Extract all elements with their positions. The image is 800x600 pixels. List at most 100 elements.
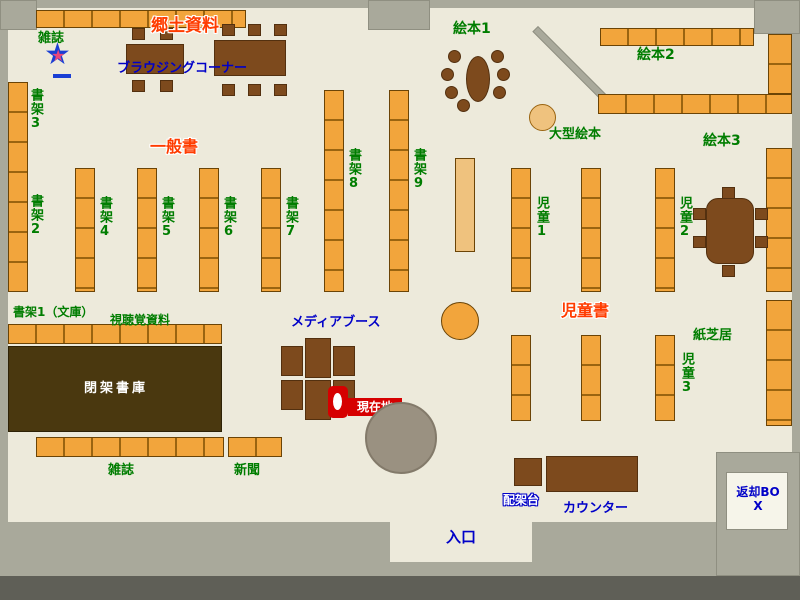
label-shelf-3: 書架3 xyxy=(28,88,43,132)
label-shelf-1-bunko: 書架1（文庫） xyxy=(13,305,94,319)
return-box: 返却BOX xyxy=(726,472,788,530)
label-av-materials: 視聴覚資料 xyxy=(110,313,171,327)
chair xyxy=(222,84,235,96)
closed-stacks: 閉架書庫 xyxy=(8,346,222,432)
chair xyxy=(693,236,706,248)
sorting-table xyxy=(514,458,542,486)
chair xyxy=(755,208,768,220)
large-picture-book-stand xyxy=(529,104,556,131)
label-children-3: 児童3 xyxy=(679,352,694,396)
current-location-dot xyxy=(333,393,342,410)
shelf-jido3-lower xyxy=(655,335,675,421)
shelf-center-small xyxy=(455,158,475,252)
entrance-gap: 入口 xyxy=(390,522,532,562)
label-sorting-table: 配架台 xyxy=(503,493,540,507)
shelf-ehon3 xyxy=(766,148,792,292)
shelf-jido3-upper xyxy=(655,168,675,292)
chair xyxy=(160,28,173,40)
chair xyxy=(132,28,145,40)
shelf-sa8 xyxy=(324,90,344,292)
round-stand xyxy=(441,302,479,340)
wall-corner-top-right xyxy=(754,0,800,34)
wall-pillar-top xyxy=(368,0,430,30)
shelf-sa6 xyxy=(199,168,219,292)
chair xyxy=(445,86,458,99)
media-booth-desk xyxy=(305,380,331,420)
label-shelf-9: 書架9 xyxy=(411,148,426,192)
shelf-right-top xyxy=(768,34,792,94)
chair xyxy=(441,68,454,81)
shelf-sa4 xyxy=(75,168,95,292)
label-children-books: 児童書 xyxy=(561,301,610,320)
label-children-2: 児童2 xyxy=(677,196,692,240)
wall-corner-top-left xyxy=(0,0,37,30)
chair xyxy=(493,86,506,99)
shelf-ehon2 xyxy=(600,28,754,46)
media-booth-desk xyxy=(281,346,303,376)
magazine-star-icon: ★ ★ xyxy=(44,40,80,80)
label-shelf-5: 書架5 xyxy=(159,196,174,240)
label-kamishibai: 紙芝居 xyxy=(693,328,733,343)
label-magazines-top: 雑誌 xyxy=(38,31,65,46)
chair xyxy=(132,80,145,92)
chair xyxy=(448,50,461,63)
shelf-newspapers xyxy=(228,437,282,457)
star-outline-icon: ★ xyxy=(44,37,71,72)
shelf-jido2-lower xyxy=(581,335,601,421)
shelf-jido1-upper xyxy=(511,168,531,292)
chair xyxy=(722,187,735,199)
return-box-label: 返却BOX xyxy=(736,485,780,514)
chair xyxy=(274,24,287,36)
chair xyxy=(457,99,470,112)
chair xyxy=(755,236,768,248)
media-booth-desk xyxy=(281,380,303,410)
chair xyxy=(722,265,735,277)
chair xyxy=(497,68,510,81)
label-shelf-2: 書架2 xyxy=(28,194,43,238)
star-base xyxy=(53,74,71,78)
bottom-outside-strip xyxy=(0,576,800,600)
browsing-table xyxy=(214,40,286,76)
shelf-left-wall xyxy=(8,82,28,292)
chair xyxy=(248,24,261,36)
ehon1-table xyxy=(466,56,490,102)
label-browsing-corner: ブラウジングコーナー xyxy=(117,61,248,76)
label-newspapers: 新聞 xyxy=(234,463,261,478)
browsing-table xyxy=(126,44,184,74)
shelf-kamishibai xyxy=(766,300,792,426)
label-shelf-6: 書架6 xyxy=(221,196,236,240)
children-table xyxy=(706,198,754,264)
label-picture-books-1: 絵本1 xyxy=(453,21,491,37)
label-shelf-8: 書架8 xyxy=(346,148,361,192)
chair xyxy=(160,80,173,92)
label-picture-books-3: 絵本3 xyxy=(703,133,741,149)
chair xyxy=(274,84,287,96)
star-fill-icon: ★ xyxy=(51,46,66,65)
shelf-sa7 xyxy=(261,168,281,292)
media-booth-desk xyxy=(333,346,355,376)
shelf-local-materials xyxy=(36,10,246,28)
shelf-ehon-row xyxy=(598,94,792,114)
shelf-bunko-av-row xyxy=(8,324,222,344)
media-booth-desk xyxy=(305,338,331,378)
chair xyxy=(248,84,261,96)
label-children-1: 児童1 xyxy=(534,196,549,240)
label-counter: カウンター xyxy=(563,501,629,516)
shelf-sa5 xyxy=(137,168,157,292)
current-location-marker xyxy=(328,386,348,418)
round-pillar xyxy=(365,402,437,474)
label-shelf-7: 書架7 xyxy=(283,196,298,240)
closed-stacks-label: 閉架書庫 xyxy=(83,381,148,396)
chair xyxy=(693,208,706,220)
label-local-materials: 郷土資料 xyxy=(151,16,219,36)
label-large-picture-books: 大型絵本 xyxy=(549,127,602,142)
label-shelf-4: 書架4 xyxy=(97,196,112,240)
shelf-magazines xyxy=(36,437,224,457)
label-picture-books-2: 絵本2 xyxy=(637,47,675,63)
label-magazines-bottom: 雑誌 xyxy=(108,463,135,478)
label-general-books: 一般書 xyxy=(150,137,199,156)
chair xyxy=(491,50,504,63)
shelf-sa9 xyxy=(389,90,409,292)
label-media-booth: メディアブース xyxy=(291,315,381,330)
